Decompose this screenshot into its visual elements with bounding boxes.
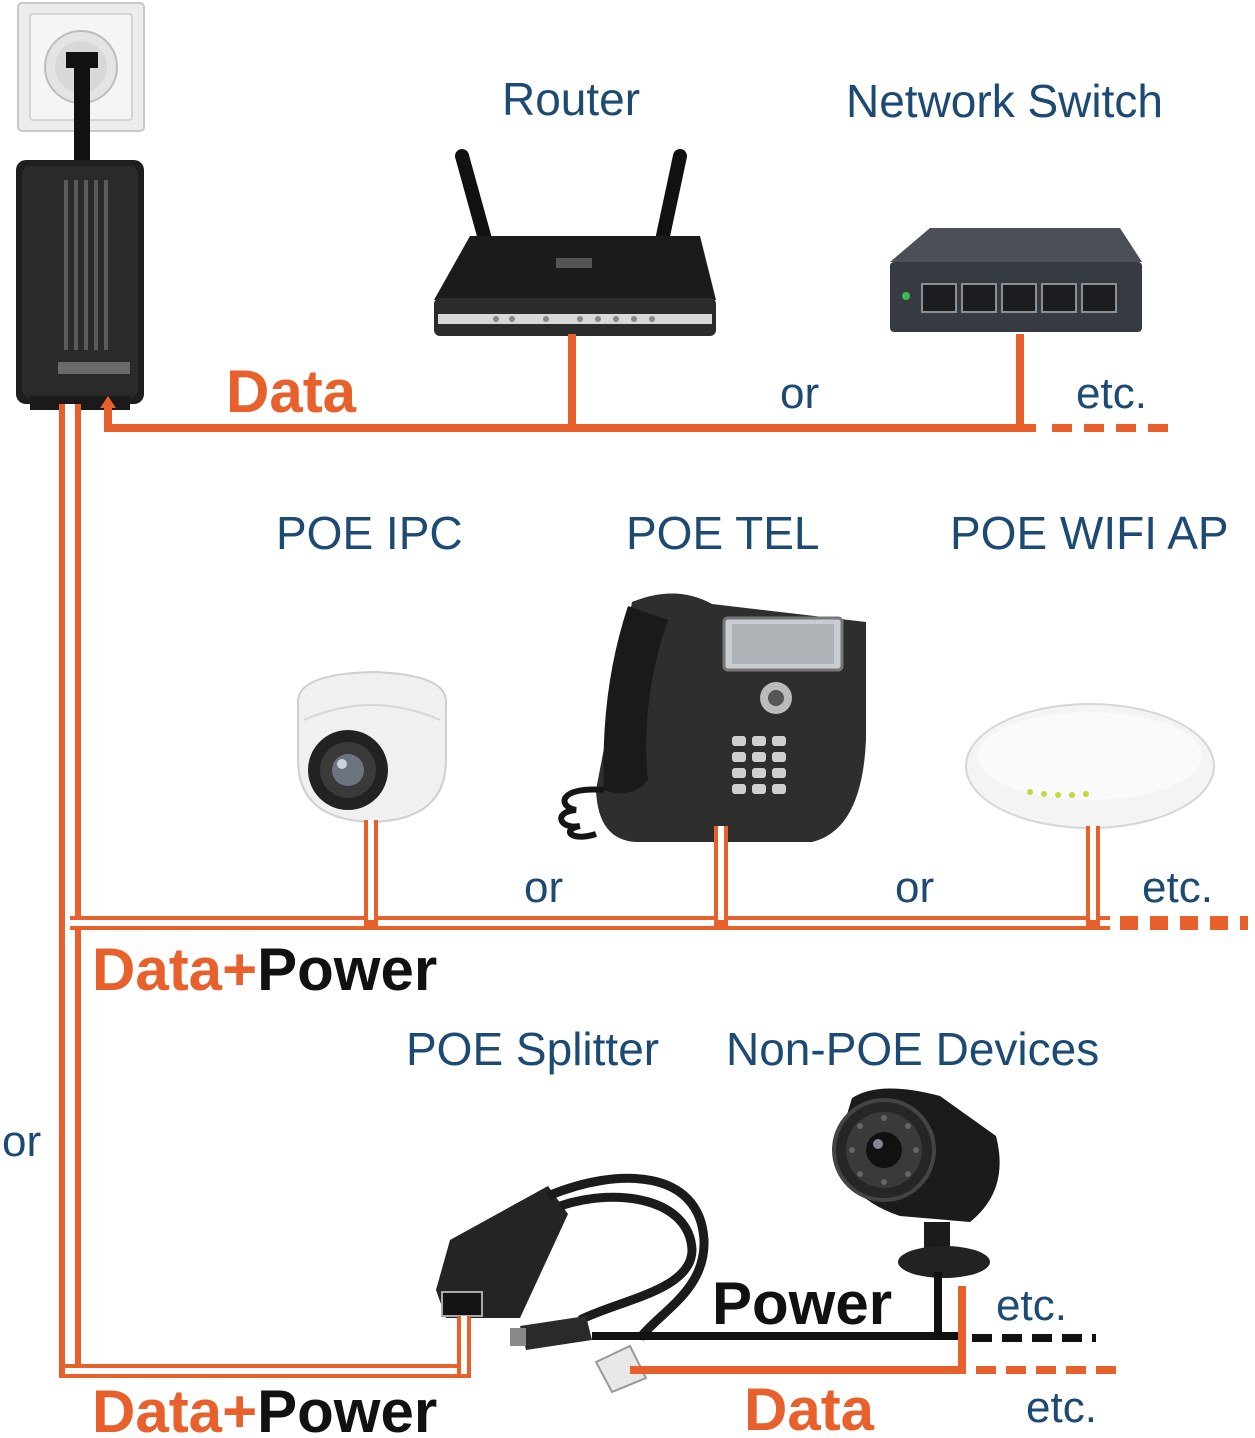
network-switch-icon xyxy=(890,228,1142,332)
data-word: Data xyxy=(92,1378,223,1438)
power-word: Power xyxy=(257,936,438,1003)
non-poe-devices-title: Non-POE Devices xyxy=(726,1023,1100,1075)
ip-phone-icon xyxy=(558,593,866,842)
data-power-label-mid: Data+Power xyxy=(92,940,437,1000)
data-word: Data xyxy=(92,936,223,1003)
data-label-bottom: Data xyxy=(744,1376,875,1438)
dome-camera-icon xyxy=(297,670,447,824)
bullet-camera-icon xyxy=(832,1088,1000,1278)
plus-sign: + xyxy=(222,1378,258,1438)
bottom-poe-feed xyxy=(59,1316,471,1378)
wifi-ap-icon xyxy=(965,703,1215,829)
etc-label-power: etc. xyxy=(996,1281,1067,1330)
data-power-label-bottom: Data+Power xyxy=(92,1382,437,1438)
or-label-left: or xyxy=(2,1117,42,1166)
etc-label-data: etc. xyxy=(1026,1383,1097,1432)
main-vertical-cable xyxy=(59,404,81,1378)
top-data-line xyxy=(104,334,1180,432)
poe-injector-icon xyxy=(16,160,144,410)
poe-splitter-title: POE Splitter xyxy=(406,1023,660,1075)
plus-sign: + xyxy=(222,936,258,1003)
etc-label-top: etc. xyxy=(1076,369,1147,418)
poe-ipc-title: POE IPC xyxy=(276,507,463,559)
router-title: Router xyxy=(502,73,641,125)
splitter-power-line xyxy=(592,1272,1096,1342)
poe-tel-title: POE TEL xyxy=(626,507,820,559)
wall-socket-icon xyxy=(17,2,145,170)
splitter-data-line xyxy=(630,1286,1122,1374)
power-word: Power xyxy=(257,1378,438,1438)
or-label-mid-2: or xyxy=(895,863,935,912)
network-switch-title: Network Switch xyxy=(846,75,1163,127)
power-label: Power xyxy=(712,1270,893,1337)
or-label-mid-1: or xyxy=(524,863,564,912)
middle-poe-bus xyxy=(70,820,1248,930)
or-label-top: or xyxy=(780,369,820,418)
poe-splitter-icon xyxy=(436,1173,709,1394)
data-label: Data xyxy=(226,358,357,425)
poe-wifi-ap-title: POE WIFI AP xyxy=(950,507,1229,559)
etc-label-mid: etc. xyxy=(1142,863,1213,912)
router-icon xyxy=(434,149,716,336)
